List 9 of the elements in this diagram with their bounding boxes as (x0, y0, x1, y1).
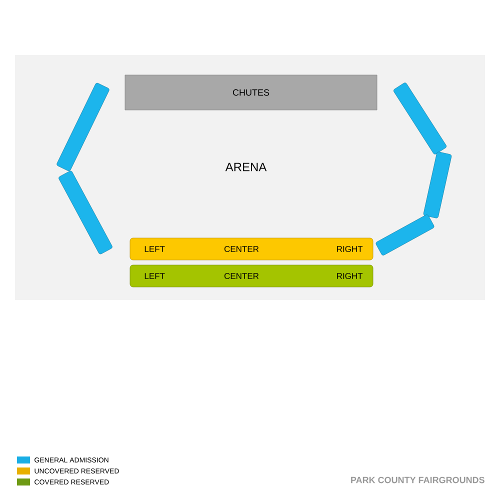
seating-section (423, 152, 452, 218)
seating-row: LEFT CENTER RIGHT (130, 264, 374, 288)
seating-section (58, 170, 112, 254)
venue-name: PARK COUNTY FAIRGROUNDS (351, 476, 484, 484)
chutes-box: CHUTES (124, 74, 378, 110)
seating-section (56, 82, 110, 172)
seating-row: LEFT CENTER RIGHT (130, 238, 374, 260)
seating-section (376, 214, 434, 256)
seating-section (393, 82, 447, 154)
